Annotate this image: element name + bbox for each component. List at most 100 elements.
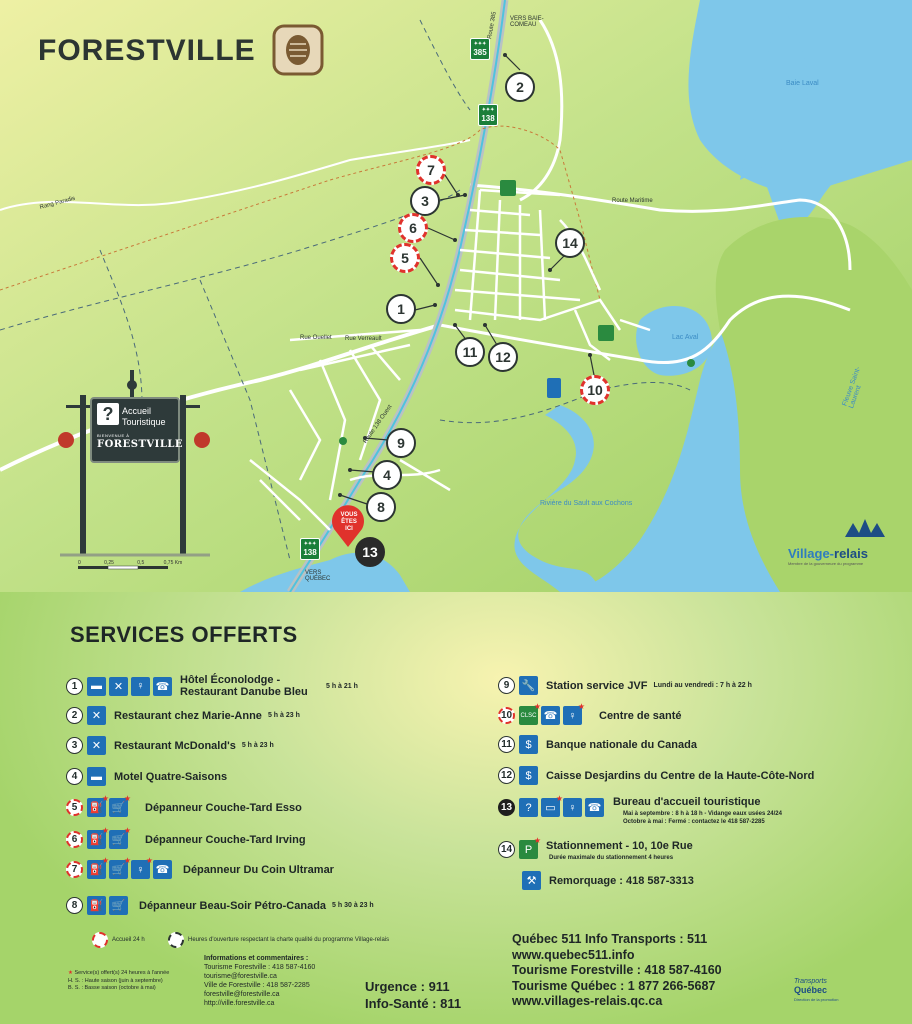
wrench-icon: 🔧: [519, 676, 538, 695]
vers-baie-comeau-label: VERS BAIE-COMEAU: [510, 16, 544, 28]
street-label-maritime: Route Maritime: [612, 198, 653, 204]
service-number: 12: [498, 767, 515, 784]
legend-24h: Accueil 24 h: [92, 932, 145, 948]
service-row-6[interactable]: 6 ⛽★ 🛒★ Dépanneur Couche-Tard Irving: [66, 826, 306, 849]
service-number: 6: [66, 831, 83, 848]
map-marker-1[interactable]: 1: [386, 294, 416, 324]
service-row-7[interactable]: 7 ⛽★ 🛒★ ♀★ ☎ Dépanneur Du Coin Ultramar: [66, 856, 334, 879]
phone-icon: ☎: [153, 860, 172, 879]
service-row-11[interactable]: 11 $ Banque nationale du Canada: [498, 735, 697, 754]
phone-icon: ☎: [585, 798, 604, 817]
water-label-lacaval: Lac Aval: [672, 334, 699, 341]
service-number: 2: [66, 707, 83, 724]
route-385-shield: 385: [470, 38, 490, 60]
wc-icon: ♀★: [563, 702, 585, 725]
parking-icon: P★: [519, 836, 541, 859]
service-row-1[interactable]: 1 ▬ ✕ ♀ ☎ Hôtel Éconolodge - Restaurant …: [66, 674, 358, 698]
food-icon: ✕: [87, 706, 106, 725]
village-relais-logo: Village-relais Membre de la gouverneure …: [788, 546, 868, 566]
route-138-shield-bottom: 138: [300, 538, 320, 560]
map-marker-4[interactable]: 4: [372, 460, 402, 490]
service-row-4[interactable]: 4 ▬ Motel Quatre-Saisons: [66, 767, 227, 786]
legend-standard: Heures d'ouverture respectant la charte …: [168, 932, 389, 948]
service-number: 9: [498, 677, 515, 694]
clsc-icon: CLSC★: [519, 702, 541, 725]
rv-icon: ▭★: [541, 794, 563, 817]
bed-icon: ▬: [87, 676, 106, 696]
map-base: [0, 0, 912, 592]
map-marker-13[interactable]: 13: [355, 537, 385, 567]
tourist-sign-text: Accueil Touristique: [122, 406, 166, 427]
map-marker-9[interactable]: 9: [386, 428, 416, 458]
services-panel: SERVICES OFFERTS 1 ▬ ✕ ♀ ☎ Hôtel Éconolo…: [0, 592, 912, 1024]
service-number: 10: [498, 707, 515, 724]
service-number: 3: [66, 737, 83, 754]
street-label-verreault: Rue Verreault: [345, 336, 382, 342]
towing-row[interactable]: ⚒ Remorquage : 418 587-3313: [522, 871, 694, 890]
service-row-10[interactable]: 10 CLSC★ ☎ ♀★ Centre de santé: [498, 702, 682, 725]
scale-labels: 0 0,25 0,5 0,75 Km: [78, 560, 183, 566]
forestville-crest-icon: [272, 24, 324, 76]
service-row-12[interactable]: 12 $ Caisse Desjardins du Centre de la H…: [498, 766, 814, 785]
map-marker-8[interactable]: 8: [366, 492, 396, 522]
info-question-icon: ?: [97, 403, 119, 425]
atm-icon: $: [519, 735, 538, 754]
wc-icon: ♀: [131, 676, 150, 696]
service-row-14[interactable]: 14 P★ Stationnement - 10, 10e Rue: [498, 836, 693, 859]
map-marker-14[interactable]: 14: [555, 228, 585, 258]
dashed-circle-black-icon: [168, 932, 184, 948]
service-number: 13: [498, 799, 515, 816]
services-title: SERVICES OFFERTS: [70, 622, 298, 647]
service-row-5[interactable]: 5 ⛽★ 🛒★ Dépanneur Couche-Tard Esso: [66, 794, 302, 817]
wc-icon: ♀: [563, 798, 582, 817]
map-marker-6[interactable]: 6: [398, 213, 428, 243]
service-row-2[interactable]: 2 ✕ Restaurant chez Marie-Anne 5 h à 23 …: [66, 706, 300, 725]
sign-forestville: FORESTVILLE: [97, 439, 184, 450]
map-marker-12[interactable]: 12: [488, 342, 518, 372]
water-label-baielaval: Baie Laval: [786, 80, 819, 87]
map-area[interactable]: FORESTVILLE 385 138 138 VERS BAIE-COMEAU…: [0, 0, 912, 592]
bureau-hours: Mai à septembre : 8 h à 18 h - Vidange e…: [623, 811, 782, 825]
emergency-numbers: Urgence : 911 Info-Santé : 811: [365, 979, 462, 1011]
service-number: 8: [66, 897, 83, 914]
service-row-8[interactable]: 8 ⛽ 🛒 Dépanneur Beau-Soir Pétro-Canada 5…: [66, 896, 374, 915]
service-row-3[interactable]: 3 ✕ Restaurant McDonald's 5 h à 23 h: [66, 736, 274, 755]
sign-bienvenue: BIENVENUE À: [97, 433, 130, 438]
service-number: 1: [66, 677, 83, 695]
wc-icon: ♀★: [131, 856, 153, 879]
bed-icon: ▬: [87, 767, 106, 786]
dashed-circle-red-icon: [92, 932, 108, 948]
info-lines: Québec 511 Info Transports : 511 www.que…: [512, 932, 722, 1008]
cart-icon: 🛒: [109, 896, 128, 915]
parking-duration: Durée maximale du stationnement 4 heures: [549, 855, 674, 861]
map-marker-2[interactable]: 2: [505, 72, 535, 102]
service-row-9[interactable]: 9 🔧 Station service JVF Lundi au vendred…: [498, 676, 752, 695]
service-number: 7: [66, 861, 83, 878]
map-title: FORESTVILLE: [38, 34, 256, 67]
fuel-icon: ⛽: [87, 896, 106, 915]
map-marker-5[interactable]: 5: [390, 243, 420, 273]
map-marker-3[interactable]: 3: [410, 186, 440, 216]
service-row-13[interactable]: 13 ? ▭★ ♀ ☎ Bureau d'accueil touristique: [498, 794, 760, 817]
transports-quebec-logo: Transports Québec Direction de la promot…: [794, 978, 839, 1002]
atm-icon: $: [519, 766, 538, 785]
tow-truck-icon: ⚒: [522, 871, 541, 890]
map-marker-7[interactable]: 7: [416, 155, 446, 185]
food-icon: ✕: [87, 736, 106, 755]
vers-quebec-label: VERS QUÉBEC: [305, 570, 331, 582]
map-marker-11[interactable]: 11: [455, 337, 485, 367]
fuel-icon: ⛽★: [87, 826, 109, 849]
phone-icon: ☎: [153, 676, 172, 696]
water-label-riviere: Rivière du Sault aux Cochons: [540, 500, 633, 507]
service-number: 4: [66, 768, 83, 785]
cart-icon: 🛒★: [109, 826, 131, 849]
you-are-here-label: VOUS ÊTES ICI: [340, 512, 358, 532]
contact-info: Informations et commentaires : Tourisme …: [204, 955, 316, 1007]
cart-icon: 🛒★: [109, 856, 131, 879]
service-number: 11: [498, 736, 515, 753]
map-marker-10[interactable]: 10: [580, 375, 610, 405]
cart-icon: 🛒★: [109, 794, 131, 817]
fuel-icon: ⛽★: [87, 794, 109, 817]
route-138-shield-top: 138: [478, 104, 498, 126]
food-icon: ✕: [109, 676, 128, 696]
